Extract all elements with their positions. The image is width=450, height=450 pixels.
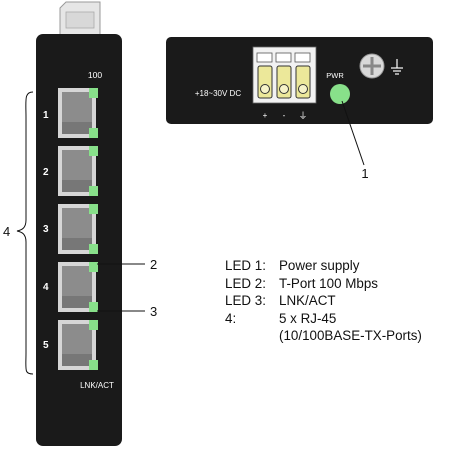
legend-key: LED 1: — [225, 258, 266, 273]
port-link-led — [89, 244, 98, 254]
callout-brace-4 — [16, 91, 34, 375]
port-number-4: 4 — [43, 282, 49, 293]
ethernet-port — [58, 204, 98, 254]
legend-key — [225, 327, 279, 345]
ethernet-ports — [58, 88, 98, 370]
legend-key: LED 3: — [225, 293, 266, 308]
pwr-led — [330, 84, 350, 104]
legend-row-led1: LED 1: Power supply — [225, 257, 447, 275]
legend-value: 5 x RJ-45 — [279, 310, 337, 326]
port-number-2: 2 — [43, 167, 49, 178]
legend-value: Power supply — [279, 258, 360, 273]
port-link-led — [89, 186, 98, 196]
terminal-mark-ground: ⏚ — [298, 111, 307, 121]
legend-key: LED 2: — [225, 275, 266, 291]
terminal-mark-plus: + — [263, 111, 268, 120]
callout-number-4: 4 — [3, 224, 10, 239]
legend-row-led2: LED 2: T-Port 100 Mbps — [225, 275, 447, 293]
port-speed-led — [89, 204, 98, 214]
terminal-mark-minus: - — [283, 111, 286, 120]
ethernet-port — [58, 320, 98, 370]
legend-key: 4: — [225, 310, 237, 326]
ground-screw-icon — [359, 53, 385, 79]
terminal-block — [252, 46, 317, 104]
callout-number-1: 1 — [361, 166, 368, 181]
port-number-1: 1 — [43, 110, 49, 121]
legend-value: LNK/ACT — [279, 293, 336, 308]
legend-row-led3: LED 3: LNK/ACT — [225, 292, 447, 310]
ethernet-port — [58, 262, 98, 312]
voltage-label: +18~30V DC — [195, 89, 241, 98]
lnk-act-label: LNK/ACT — [80, 381, 114, 390]
port-link-led — [89, 360, 98, 370]
port-speed-led — [89, 320, 98, 330]
speed-label: 100 — [88, 70, 102, 80]
ground-symbol-icon — [391, 59, 403, 75]
callout-number-3: 3 — [150, 304, 157, 319]
port-link-led — [89, 128, 98, 138]
port-number-3: 3 — [43, 224, 49, 235]
port-link-led — [89, 302, 98, 312]
port-speed-led — [89, 262, 98, 272]
pwr-label: PWR — [326, 71, 344, 80]
port-number-5: 5 — [43, 340, 49, 351]
legend-row-ports: 4: 5 x RJ-45 — [225, 310, 447, 328]
legend-row-ports-detail: (10/100BASE-TX-Ports) — [225, 327, 447, 345]
ethernet-port — [58, 88, 98, 138]
legend: LED 1: Power supply LED 2: T-Port 100 Mb… — [225, 257, 447, 345]
callout-number-2: 2 — [150, 257, 157, 272]
port-speed-led — [89, 146, 98, 156]
legend-value: T-Port 100 Mbps — [279, 275, 378, 291]
ethernet-port — [58, 146, 98, 196]
legend-value: (10/100BASE-TX-Ports) — [279, 328, 422, 343]
port-speed-led — [89, 88, 98, 98]
callout-line-1 — [341, 100, 365, 166]
